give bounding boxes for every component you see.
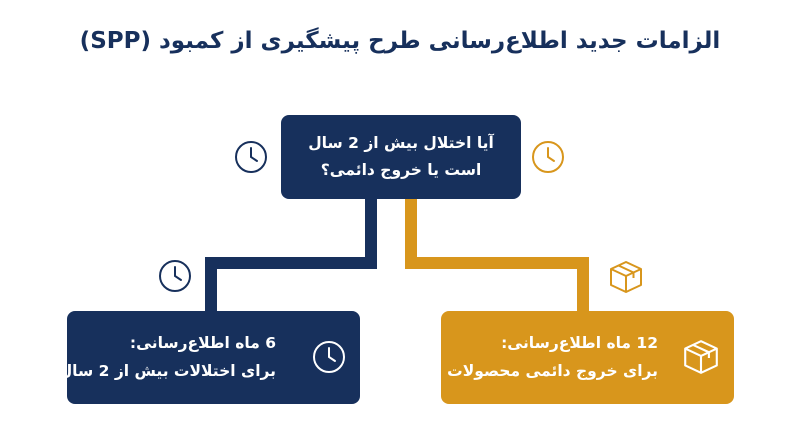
clock-icon (159, 260, 191, 292)
clock-icon (532, 141, 564, 173)
left-box-line-1: 6 ماه اطلاع‌رسانی: (129, 334, 276, 353)
right-box-line-2: برای خروج دائمی محصولات (447, 361, 658, 380)
box-icon (610, 261, 642, 293)
question-box: آیا اختلال بیش از 2 سال است یا خروج دائم… (281, 115, 521, 199)
right-box-line-1: 12 ماه اطلاع‌رسانی: (501, 334, 658, 353)
question-line-2: است یا خروج دائمی؟ (320, 161, 482, 179)
connector-left (205, 199, 377, 311)
page-title: الزامات جدید اطلاع‌رسانی طرح پیشگیری از … (79, 28, 721, 54)
left-box-line-2: برای اختلالات بیش از 2 سال (58, 361, 276, 380)
clock-icon (313, 341, 345, 373)
six-month-notice-box: 6 ماه اطلاع‌رسانی: برای اختلالات بیش از … (58, 311, 360, 404)
box-icon (684, 340, 718, 374)
clock-icon (235, 141, 267, 173)
question-line-1: آیا اختلال بیش از 2 سال (308, 133, 494, 152)
connector-right (405, 199, 589, 311)
